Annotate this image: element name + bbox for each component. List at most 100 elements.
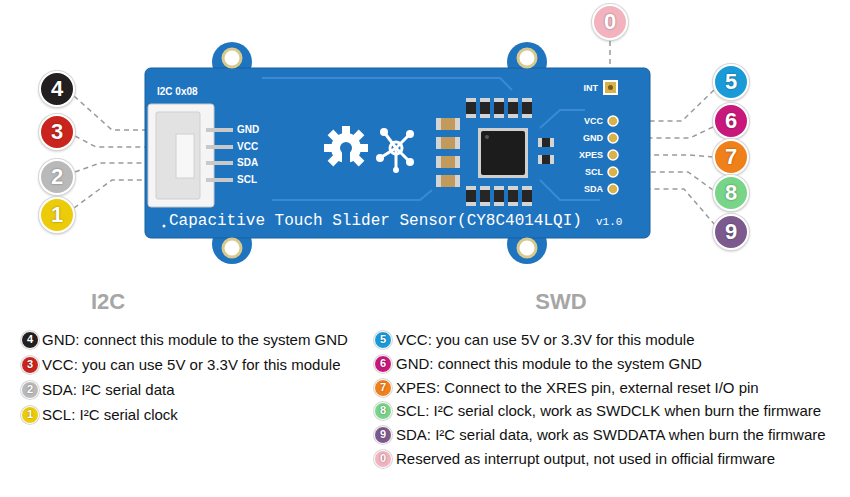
callout-text: 3: [27, 359, 33, 370]
callout-number: 3: [39, 114, 75, 150]
mounting-hole: [223, 239, 241, 257]
leader-line: [650, 189, 715, 225]
smd-resistor: [522, 98, 532, 118]
pin-label: INT: [584, 83, 599, 93]
pin-description: VCC: you can use 5V or 3.3V for this mod…: [396, 331, 694, 348]
swd-pad: [603, 80, 618, 194]
pin-label: XPES: [579, 150, 603, 160]
oshw-logo: [324, 126, 368, 166]
pin-label: SCL: [237, 174, 257, 186]
callout-text: 6: [725, 110, 737, 132]
i2c-address: I2C 0x08: [157, 86, 198, 98]
connector-pin: [206, 145, 233, 149]
smd-capacitor: [441, 156, 455, 168]
callout-text: 8: [725, 182, 737, 204]
callout-text: 0: [604, 11, 616, 33]
network-icon: [406, 158, 414, 166]
legend-number: 0: [374, 450, 393, 469]
smd-resistor: [480, 98, 490, 118]
network-icon: [390, 142, 402, 154]
callout-text: 1: [27, 409, 33, 420]
callout-text: 5: [380, 334, 386, 345]
callout-text: 7: [380, 382, 386, 393]
smd-resistor: [466, 98, 476, 118]
legend-number: 9: [374, 426, 393, 445]
pcb-trace: [272, 190, 432, 200]
swd-pad: [608, 167, 618, 177]
smd-resistor: [480, 102, 490, 114]
pin-description: SCL: I²C serial clock: [42, 406, 178, 423]
pcb-trace: [540, 110, 585, 128]
pcb-trace: [262, 78, 512, 90]
grove-connector: [148, 104, 233, 207]
smd-capacitor: [436, 118, 554, 187]
leader-line: [650, 127, 713, 138]
smd-resistor: [508, 98, 518, 118]
network-icon: [380, 128, 388, 136]
pin-description: SCL: I²C serial clock, work as SWDCLK wh…: [396, 402, 821, 419]
leader-line: [74, 96, 150, 130]
smd-resistor: [466, 102, 476, 114]
callout-text: 4: [27, 334, 33, 345]
grove-connector: [176, 134, 194, 178]
board-name: Capacitive Touch Slider Sensor(CY8C4014L…: [169, 212, 582, 230]
callout-text: 5: [725, 71, 737, 93]
mounting-hole: [518, 49, 536, 67]
mcu-chip: [481, 131, 525, 175]
pin-label: VCC: [237, 141, 258, 153]
int-pad: [608, 85, 613, 90]
smd-resistor: [508, 190, 518, 202]
legend-number: 3: [21, 356, 40, 375]
swd-pad: [608, 133, 618, 143]
smd-resistor: [480, 190, 490, 202]
pin-description: GND: connect this module to the system G…: [42, 331, 348, 348]
leader-line: [650, 172, 713, 190]
smd-resistor: [522, 186, 532, 206]
grove-connector: [148, 104, 214, 207]
callout-text: 8: [380, 405, 386, 416]
legend-number: 6: [374, 355, 393, 374]
callout-text: 7: [725, 146, 737, 168]
smd-resistor: [494, 102, 504, 114]
mcu-chip: [478, 128, 528, 178]
smd-resistor: [494, 186, 504, 206]
legend-number: 1: [21, 406, 40, 425]
callout-text: 6: [380, 358, 386, 369]
legend-number: 4: [21, 331, 40, 350]
mcu-chip: [485, 135, 489, 139]
callout-number: 9: [713, 214, 749, 250]
leader-line: [74, 180, 150, 208]
pcb-board: [145, 42, 650, 264]
network-icon: [376, 128, 414, 173]
smd-capacitor: [542, 155, 550, 164]
pcb-board: [145, 68, 650, 238]
smd-resistor: [508, 102, 518, 114]
connector-pin: [206, 178, 233, 182]
mounting-hole: [223, 49, 241, 67]
swd-pad: [608, 150, 618, 160]
callout-number: 4: [39, 71, 75, 107]
pin-description: GND: connect this module to the system G…: [396, 355, 702, 372]
smd-resistor: [466, 186, 476, 206]
smd-resistor: [508, 186, 518, 206]
section-heading: SWD: [535, 289, 586, 314]
callout-number: 7: [713, 139, 749, 175]
network-icon: [376, 154, 384, 162]
smd-capacitor: [542, 138, 550, 147]
callout-text: 0: [380, 453, 386, 464]
callout-text: 9: [725, 221, 737, 243]
callout-text: 4: [51, 78, 63, 100]
pin-description: Reserved as interrupt output, not used i…: [396, 450, 775, 467]
int-pad: [603, 80, 618, 95]
swd-pad: [608, 184, 618, 194]
smd-capacitor: [441, 137, 455, 149]
connector-pin: [206, 161, 233, 165]
callout-number: 5: [713, 64, 749, 100]
leader-line: [650, 155, 713, 157]
mounting-hole: [518, 239, 536, 257]
callout-number: 1: [39, 197, 75, 233]
silkscreen-mark: [163, 225, 166, 228]
legend-number: 7: [374, 379, 393, 398]
section-heading: I2C: [91, 289, 125, 314]
smd-resistor: [494, 190, 504, 202]
